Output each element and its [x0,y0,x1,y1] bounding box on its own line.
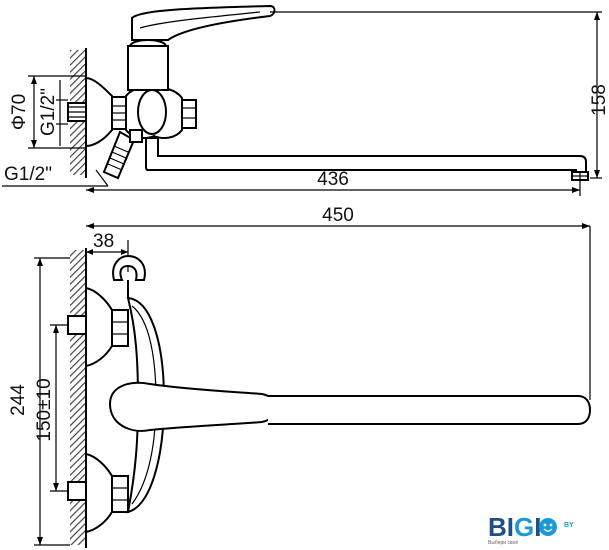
logo-text-part1: BI [488,512,514,542]
top-nut [111,309,129,347]
dim-450: 450 [322,205,354,226]
bigi-logo: BIGI BY Выбери своё [488,512,574,546]
logo-face-icon [539,518,557,536]
spout-side [145,137,587,175]
dim-244: 244 [8,384,29,416]
svg-text:BIGI: BIGI [488,512,541,542]
wall-flange [85,76,113,148]
lever-handle-side [131,4,276,41]
bottom-nut [111,475,129,513]
dim-158: 158 [589,84,609,116]
dim-g12-inlet: G1/2" [38,88,59,136]
logo-text-part3: I [534,512,541,542]
side-view: 158 436 Φ70 G1/2" G1/2" [2,4,609,196]
lever-handle-top [108,381,278,432]
spout-top [268,395,592,425]
cartridge-housing [127,45,169,91]
logo-tagline: Выбери своё [488,540,518,546]
dim-phi70: Φ70 [9,94,30,130]
bottom-flange [85,452,113,534]
top-flange [85,286,113,368]
dim-436: 436 [317,169,349,190]
top-view: 450 38 [8,205,592,548]
dim-38: 38 [93,231,114,252]
dim-g12-outlet: G1/2" [4,164,52,185]
dim-150: 150±10 [34,378,55,441]
shower-holder [112,254,146,281]
logo-text-part2: G [514,512,534,542]
logo-suffix: BY [564,522,574,529]
